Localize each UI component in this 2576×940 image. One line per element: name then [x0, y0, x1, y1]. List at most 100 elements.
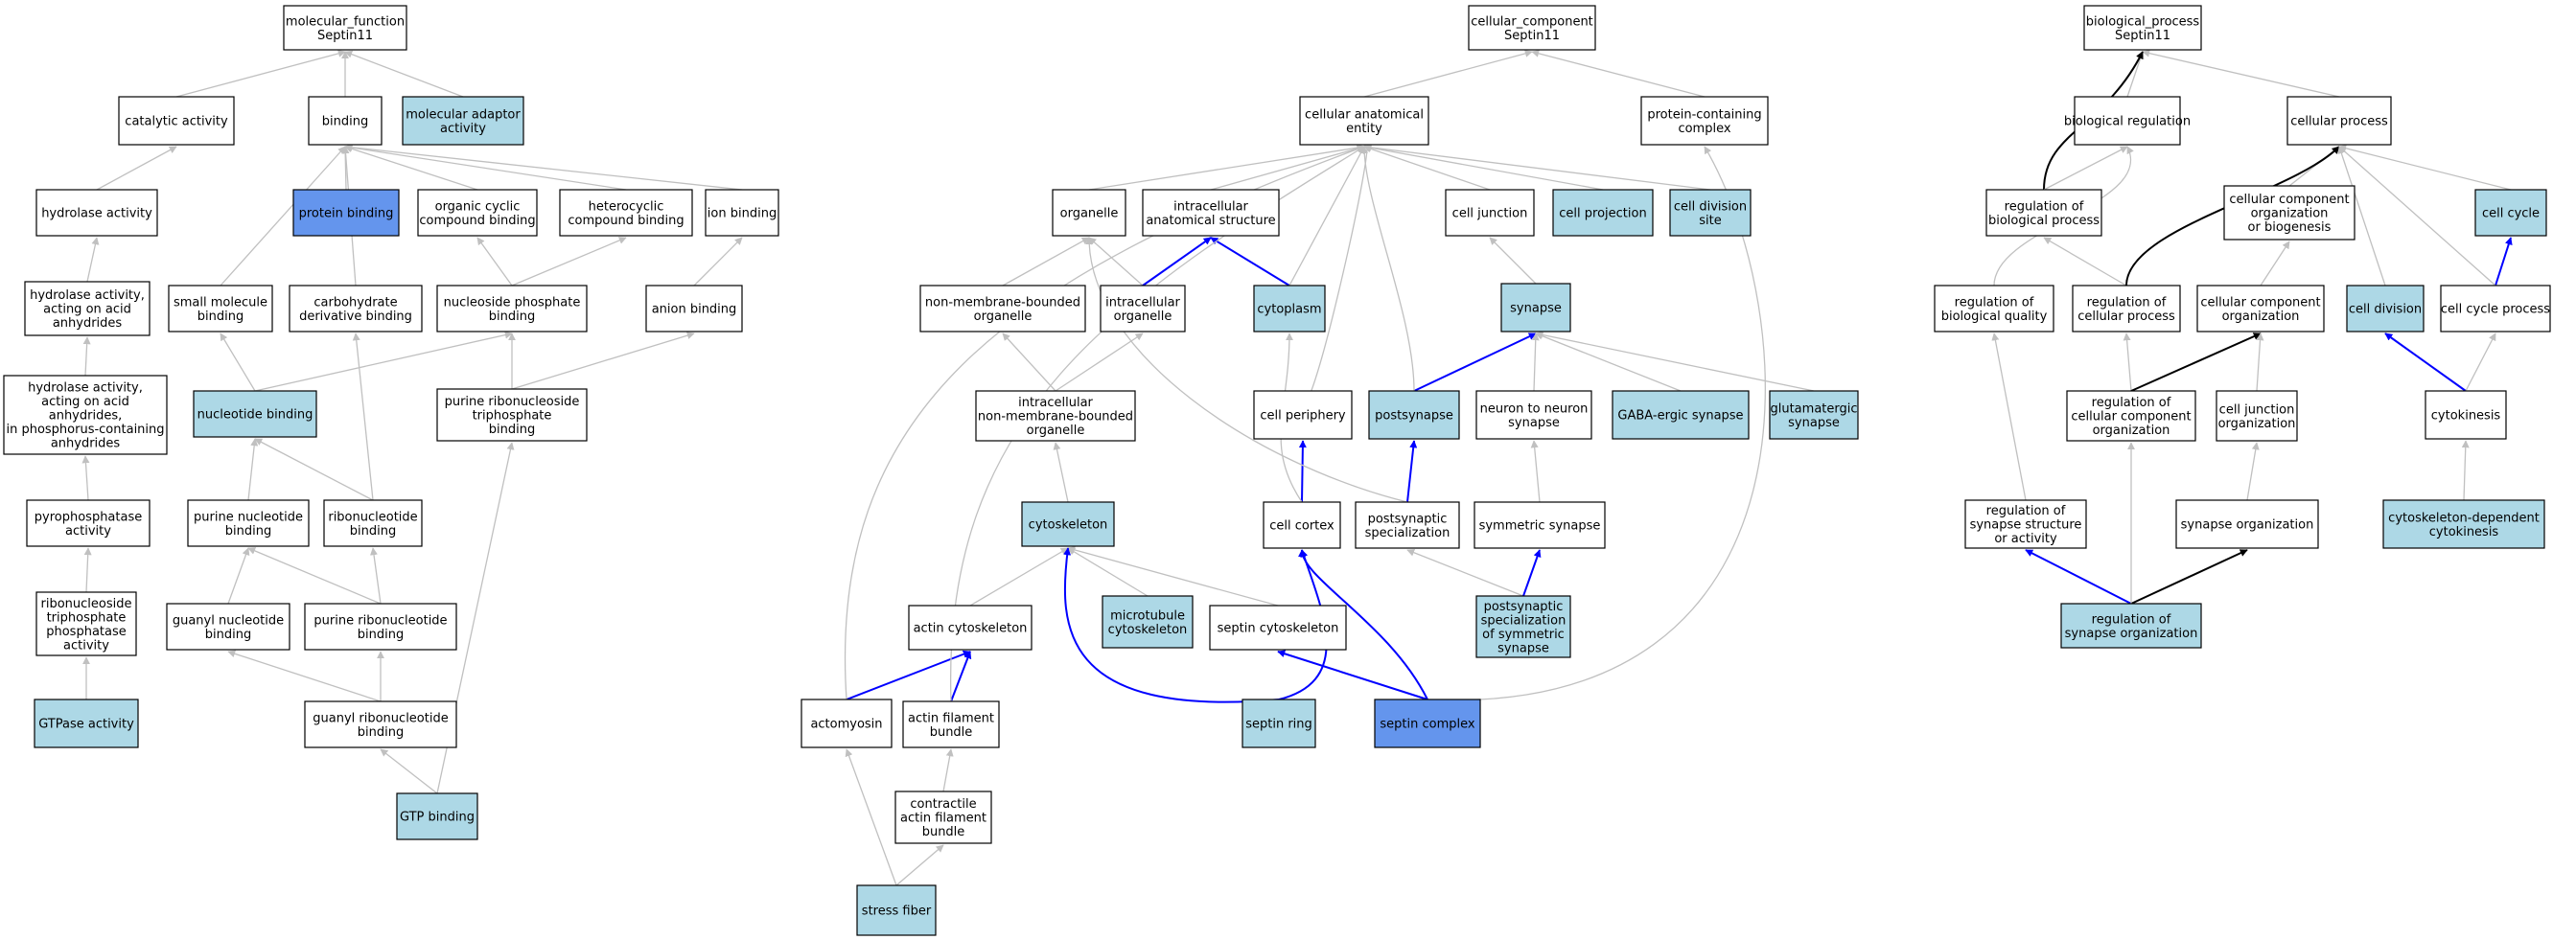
edge-cell_junction-to-cell_anat_entity [1363, 145, 1491, 191]
node-label: compound binding [568, 214, 684, 228]
node-septin-cytoskel[interactable]: septin cytoskeleton [1209, 605, 1347, 651]
edge-glut_syn-to-synapse [1535, 331, 1815, 392]
edge-microtubule_cytoskel-to-cytoskeleton [1067, 547, 1149, 597]
node-box [645, 285, 743, 332]
node-cell-junction[interactable]: cell junction [1445, 189, 1535, 237]
node-bio-reg[interactable]: biological regulation [2064, 96, 2191, 146]
node-hydrolase-acid[interactable]: hydrolase activity,acting on acidanhydri… [24, 281, 151, 336]
edge-non_membrane_org-to-organelle [1002, 237, 1090, 287]
edge-nucleotide_binding-to-nucleoside_phos [254, 331, 513, 392]
node-label: synapse organization [2181, 518, 2314, 533]
node-label: cell junction [1452, 207, 1528, 221]
node-protein-binding[interactable]: protein binding [292, 189, 400, 237]
node-cell-cycle-proc[interactable]: cell cycle process [2440, 285, 2551, 332]
node-label: triphosphate [47, 610, 127, 625]
node-cytokinesis[interactable]: cytokinesis [2425, 390, 2507, 440]
node-postsynapse[interactable]: postsynapse [1368, 390, 1460, 440]
node-actomyosin[interactable]: actomyosin [801, 699, 893, 748]
node-intracell-nm-org[interactable]: intracellularnon-membrane-boundedorganel… [975, 390, 1136, 442]
node-gaba-syn[interactable]: GABA-ergic synapse [1612, 390, 1750, 440]
node-hydrolase-phos[interactable]: hydrolase activity,acting on acidanhydri… [3, 375, 168, 455]
node-gtpase[interactable]: GTPase activity [34, 699, 139, 748]
node-ion-binding[interactable]: ion binding [705, 189, 779, 237]
node-cell-cycle[interactable]: cell cycle [2474, 189, 2547, 237]
edge-pyrophosphatase-to-hydrolase_phos [81, 455, 90, 501]
node-label: activity [65, 524, 111, 539]
edge-actin_cytoskel-to-cytoskeleton [969, 547, 1069, 607]
node-gtp-binding[interactable]: GTP binding [396, 792, 478, 840]
node-anion-binding[interactable]: anion binding [645, 285, 743, 332]
node-cell-process[interactable]: cellular process [2286, 96, 2392, 146]
node-actin-cytoskel[interactable]: actin cytoskeleton [908, 605, 1033, 651]
node-box [292, 189, 400, 237]
edge-reg_syn_org-to-synapse_org [2130, 549, 2248, 605]
node-cell-division[interactable]: cell division [2346, 285, 2425, 332]
node-cell-periphery[interactable]: cell periphery [1253, 390, 1353, 440]
node-cell-projection[interactable]: cell projection [1552, 189, 1654, 237]
node-hydrolase[interactable]: hydrolase activity [35, 189, 158, 237]
node-septin-ring[interactable]: septin ring [1242, 699, 1316, 748]
node-binding[interactable]: binding [308, 96, 383, 146]
node-septin-complex[interactable]: septin complex [1374, 699, 1481, 748]
node-symmetric-syn[interactable]: symmetric synapse [1474, 501, 1606, 549]
node-label: derivative binding [299, 310, 412, 324]
node-stress-fiber[interactable]: stress fiber [856, 884, 937, 936]
node-synapse[interactable]: synapse [1500, 283, 1571, 332]
node-catalytic[interactable]: catalytic activity [118, 96, 235, 146]
node-label: regulation of [2092, 612, 2171, 627]
node-label: cell periphery [1260, 409, 1346, 424]
node-label: heterocyclic [589, 199, 664, 214]
node-label: synapse [1788, 416, 1840, 430]
edge-cell_process-to-bp_root [2142, 49, 2340, 98]
node-cytoplasm[interactable]: cytoplasm [1253, 285, 1326, 332]
edge-synapse_org-to-cell_junction_org [2246, 442, 2260, 501]
node-cytoskeleton[interactable]: cytoskeleton [1021, 501, 1115, 547]
node-label: activity [440, 122, 486, 136]
node-synapse-org[interactable]: synapse organization [2175, 499, 2319, 549]
node-ribonucleoside-tpase[interactable]: ribonucleosidetriphosphatephosphataseact… [35, 591, 137, 656]
edge-postsyn_spec_sym-to-postsyn_spec [1406, 548, 1524, 597]
node-cell-cortex[interactable]: cell cortex [1263, 501, 1341, 549]
node-organelle[interactable]: organelle [1052, 189, 1126, 237]
node-nucleotide-binding[interactable]: nucleotide binding [193, 390, 317, 438]
